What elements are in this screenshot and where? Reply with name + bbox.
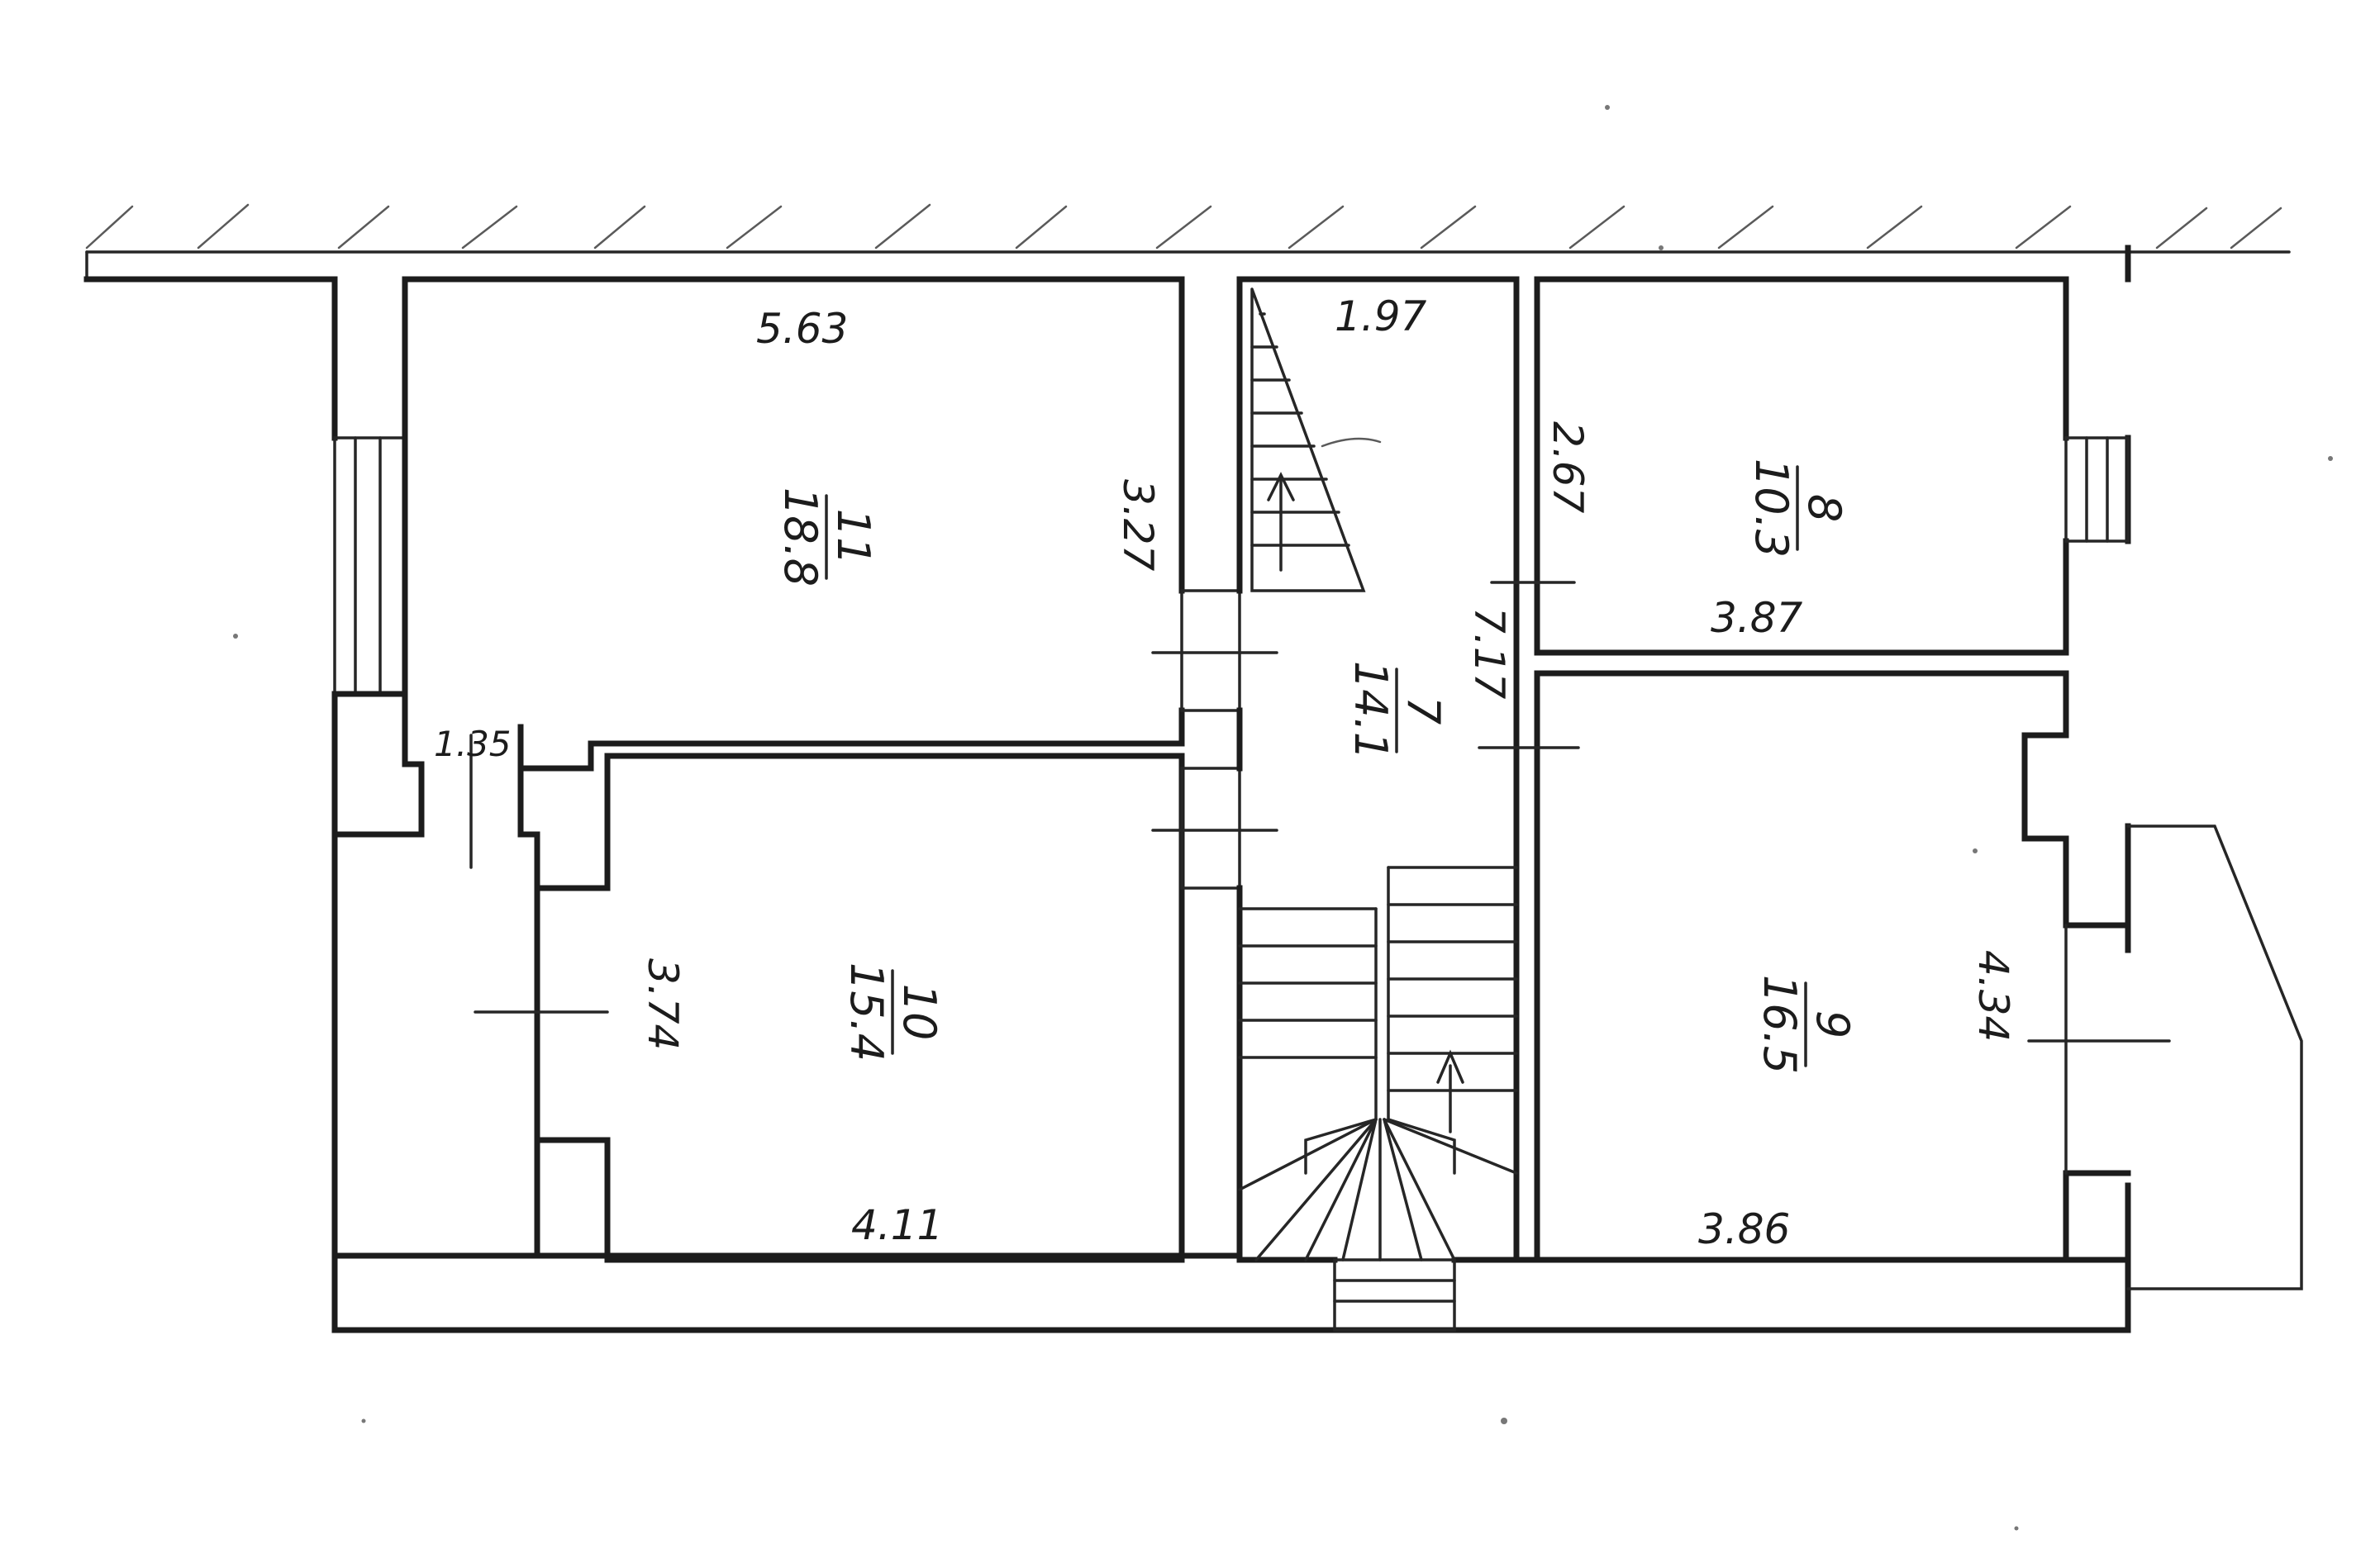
- room-7: [1236, 276, 1520, 1263]
- room-8-area: 10.3: [1745, 459, 1797, 558]
- room-9: [1534, 670, 2131, 1263]
- stair-upper: [1250, 287, 1382, 592]
- room-9-width-label: 3.86: [1698, 1205, 1790, 1253]
- room-7-label: 7 14.1: [1345, 661, 1449, 760]
- room-10-label: 10 15.4: [840, 962, 945, 1062]
- room-10-number: 10: [893, 984, 945, 1041]
- room-9-area: 16.5: [1754, 975, 1806, 1074]
- outer-walls: [83, 245, 2131, 1333]
- room-8-number: 8: [1798, 494, 1850, 522]
- corridor: [331, 691, 540, 1259]
- room-8-width-label: 3.87: [1711, 594, 1803, 642]
- room-10-width-label: 4.11: [851, 1201, 943, 1249]
- window-right: [2064, 436, 2130, 543]
- boundary-hatch: [85, 203, 2291, 281]
- room-11-width-label: 5.63: [756, 305, 848, 353]
- room-8-label: 8 10.3: [1745, 459, 1850, 558]
- room-11-depth-label: 3.27: [1114, 479, 1162, 572]
- window-left: [333, 436, 407, 696]
- room-7-area: 14.1: [1345, 661, 1397, 760]
- room-7-number: 7: [1397, 696, 1449, 725]
- room-11-number: 11: [827, 509, 879, 566]
- entrance-steps: [1333, 1258, 1456, 1332]
- room-10: [538, 589, 1241, 1263]
- scan-specks: [233, 105, 2333, 1531]
- room-8-depth-label: 2.67: [1544, 421, 1592, 514]
- room-11: [402, 276, 1185, 772]
- dimension-ticks: [474, 581, 2171, 1043]
- room-9-number: 9: [1806, 1010, 1859, 1038]
- room-7-width-label: 1.97: [1335, 292, 1427, 340]
- balcony: [2126, 824, 2303, 1290]
- room-8: [1534, 276, 2069, 656]
- room-10-depth-label: 3.74: [639, 958, 687, 1050]
- room-10-area: 15.4: [840, 962, 892, 1062]
- room-7-depth-label: 7.17: [1465, 607, 1513, 700]
- room-11-label: 11 18.8: [774, 487, 879, 587]
- room-9-depth-label: 4.34: [1969, 950, 2017, 1042]
- stair-lower: [1238, 866, 1518, 1262]
- room-9-label: 9 16.5: [1754, 975, 1859, 1074]
- corridor-width-label: 1.35: [434, 724, 512, 764]
- room-11-area: 18.8: [774, 487, 826, 587]
